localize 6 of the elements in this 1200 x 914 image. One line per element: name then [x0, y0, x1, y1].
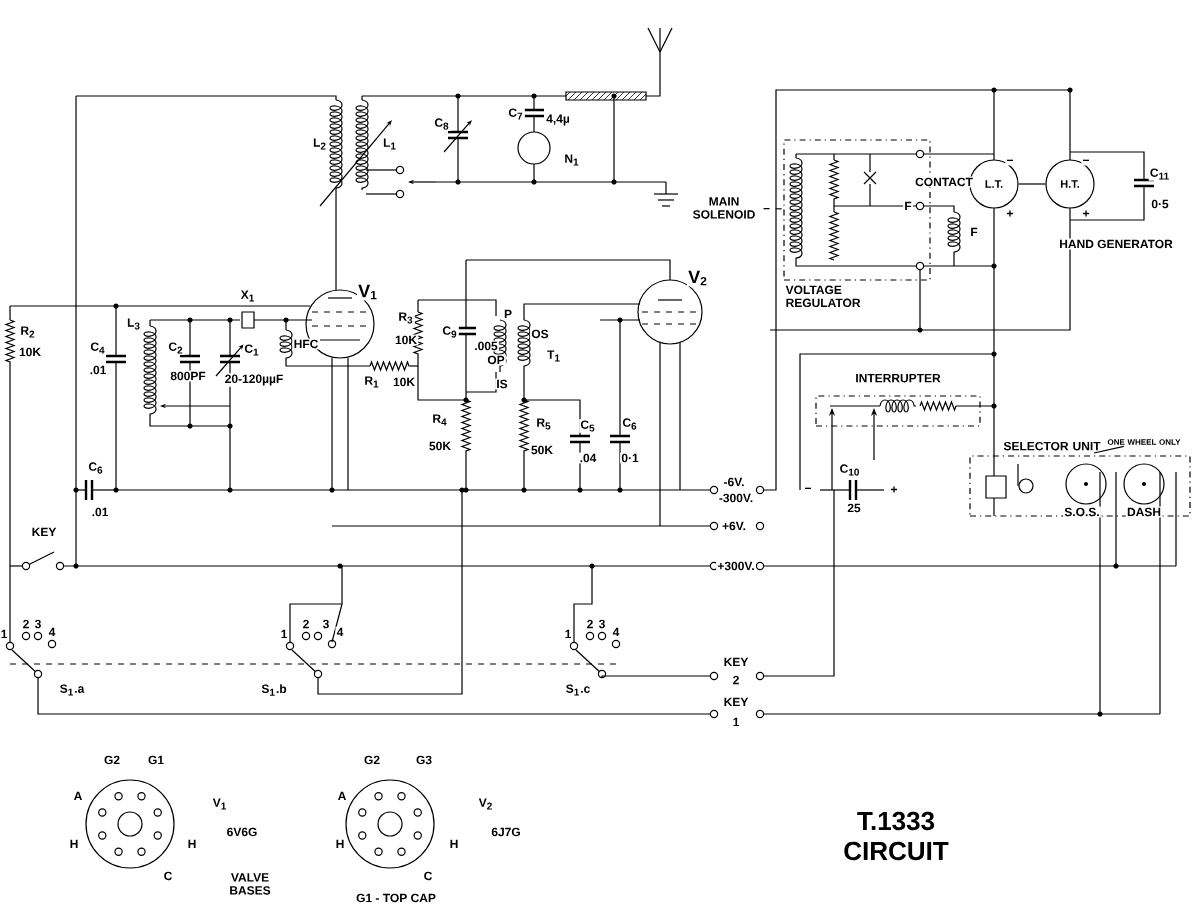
leader-line — [1093, 445, 1125, 454]
coupling-line — [1018, 183, 1046, 185]
component-label: V$_{2}$ — [686, 269, 710, 287]
component-label: V$_{1}$ — [356, 283, 380, 301]
leader-line — [763, 208, 784, 210]
diagram-title: T.1333 CIRCUIT — [844, 811, 949, 861]
